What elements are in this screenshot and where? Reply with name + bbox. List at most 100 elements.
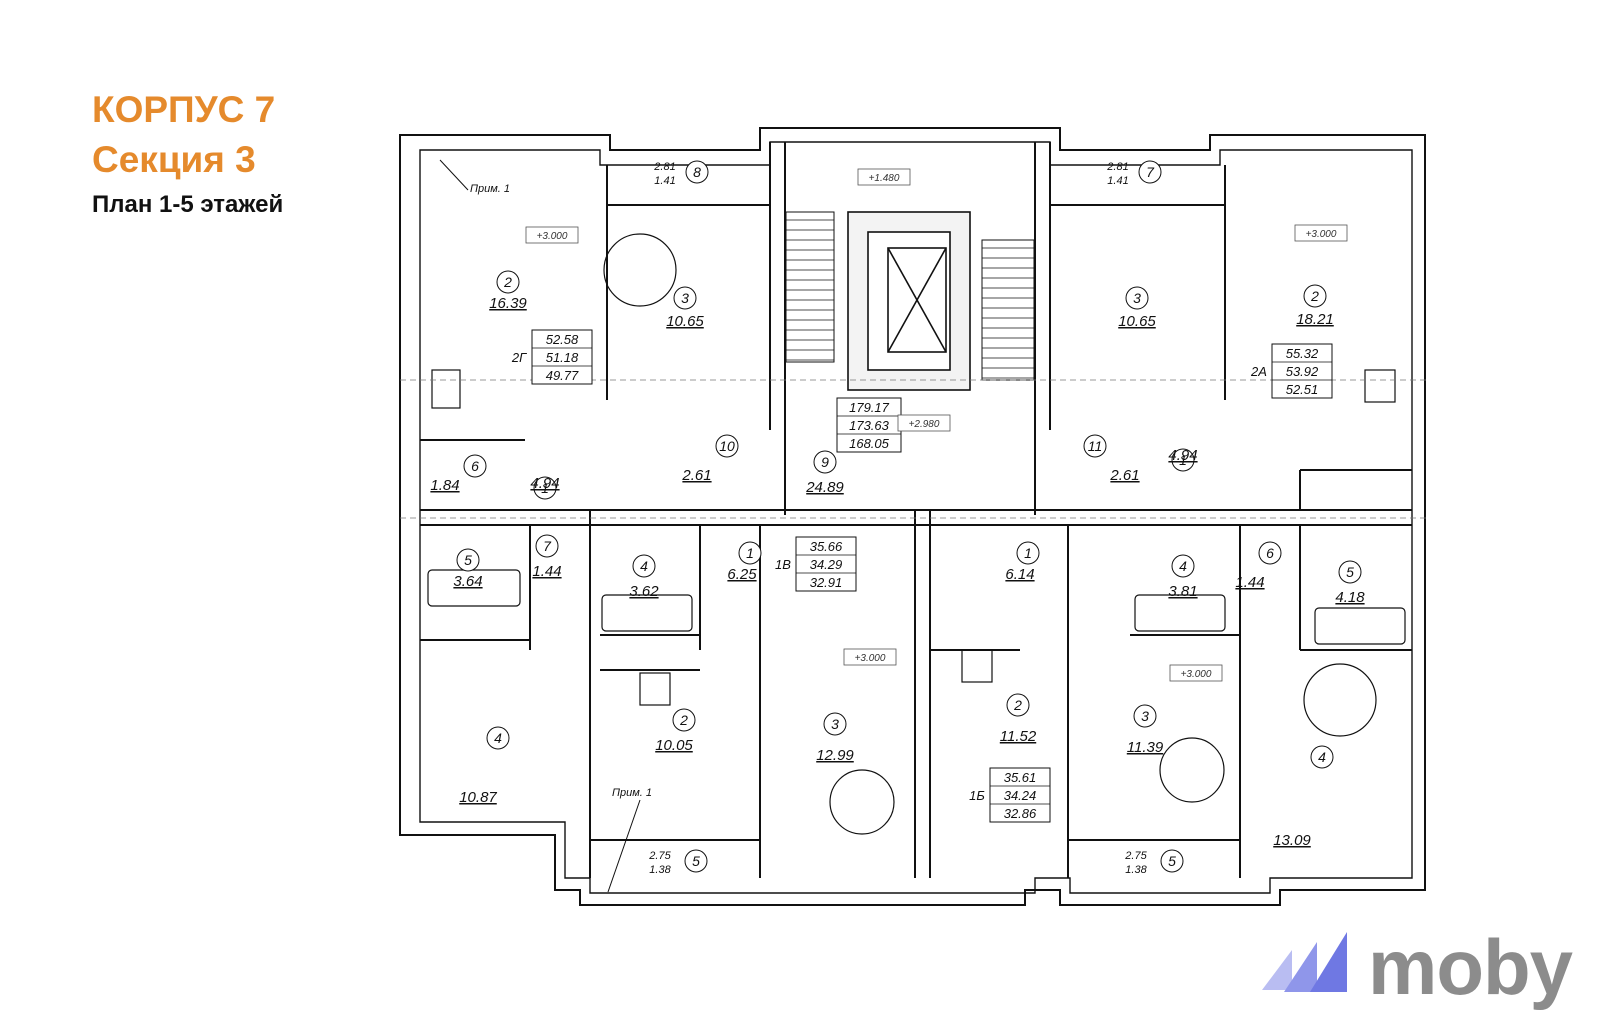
apartment-net-area: 49.77 [546,368,579,383]
room-area: 2.75 [648,850,671,862]
room-number: 1 [746,545,754,561]
room-area-sub: 1.41 [1107,175,1128,187]
plan-subtitle: План 1-5 этажей [92,191,284,218]
level-mark-label: +3.000 [1181,669,1212,680]
room-number: 7 [543,538,552,554]
apartment-living-area: 34.29 [810,557,843,572]
section-title: Секция 3 [92,139,256,180]
apartment-code: 1В [775,557,791,572]
room-number-circle [715,434,739,458]
room-number-circle [1160,849,1184,873]
room-number-circle [1125,286,1149,310]
apartment-code: 2Г [511,350,527,365]
apartment-total-area: 35.61 [1004,770,1037,785]
room-area: 10.05 [655,737,693,754]
apartment-area-box [531,329,593,385]
section-area-box [836,397,902,453]
room-area-sub: 1.38 [1125,864,1147,876]
room-area: 2.61 [1109,467,1139,484]
apartment-net-area: 32.86 [1004,806,1037,821]
room-number: 4 [640,558,648,574]
room-area: 1.44 [1235,574,1264,591]
room-number: 4 [494,730,502,746]
room-number: 10 [719,438,735,454]
apartment-code: 2А [1250,364,1267,379]
room-area: 2.61 [681,467,711,484]
room-area: 16.39 [489,295,527,312]
room-area: 3.81 [1168,583,1197,600]
room-area: 18.21 [1296,311,1334,328]
room-number: 7 [1146,164,1155,180]
apartment-total-area: 52.58 [546,332,579,347]
room-area: 10.87 [459,789,497,806]
room-number: 1 [1024,545,1032,561]
room-number-circle [685,160,709,184]
room-area-sub: 1.41 [654,175,675,187]
room-number-circle [684,849,708,873]
room-number: 4 [1318,749,1326,765]
room-area: 1.44 [532,563,561,580]
room-number-circle [1016,541,1040,565]
level-mark-label: +3.000 [537,231,568,242]
level-mark-label: +3.000 [855,653,886,664]
apartment-area-box [795,536,857,592]
room-number-circle [672,708,696,732]
room-area: 6.25 [727,566,757,583]
room-number: 2 [503,274,512,290]
apartment-living-area: 53.92 [1286,364,1319,379]
apartment-code: 1Б [969,788,985,803]
room-number: 5 [464,552,472,568]
moby-wordmark: moby [1368,923,1573,1011]
room-area: 3.64 [453,573,482,590]
room-number: 1 [541,480,549,496]
room-number: 1 [1179,452,1187,468]
room-number-circle [1138,160,1162,184]
room-number: 3 [1133,290,1141,306]
room-area-sub: 1.38 [649,864,671,876]
apartment-area-box [989,767,1051,823]
axis-lines [400,379,1430,519]
room-area: 4.18 [1335,589,1365,606]
room-number-circle [456,548,480,572]
elevator-shaft [847,211,971,391]
room-number: 2 [1310,288,1319,304]
room-number: 6 [1266,545,1274,561]
section-living-area: 173.63 [849,418,890,433]
apartment-net-area: 32.91 [810,575,843,590]
room-area: 10.65 [666,313,704,330]
room-number: 5 [1168,853,1176,869]
room-number: 3 [681,290,689,306]
apartment-living-area: 51.18 [546,350,579,365]
room-number: 2 [1013,697,1022,713]
room-number-circle [632,554,656,578]
room-area: 24.89 [805,479,844,496]
room-number: 11 [1088,438,1103,454]
room-number-circle [738,541,762,565]
level-mark-label: +2.980 [909,419,940,430]
level-mark [525,226,579,244]
apartment-living-area: 34.24 [1004,788,1037,803]
apartment-net-area: 52.51 [1286,382,1319,397]
room-number: 6 [471,458,479,474]
room-area: 6.14 [1005,566,1034,583]
room-number: 3 [831,716,839,732]
room-area: 11.39 [1127,739,1164,756]
stairs [785,211,1035,381]
room-number: 8 [693,164,701,180]
room-area: 11.52 [1000,728,1037,745]
level-mark-label: +1.480 [869,173,900,184]
note-label: Прим. 1 [470,183,510,195]
apartment-area-box [1271,343,1333,399]
level-mark [897,414,951,432]
room-area: 1.84 [430,477,459,494]
room-number-circle [1258,541,1282,565]
room-number: 9 [821,454,829,470]
room-number-circle [486,726,510,750]
room-area: 4.94 [530,475,559,492]
room-number-circle [1006,693,1030,717]
moby-logo [1262,932,1347,992]
room-number: 4 [1179,558,1187,574]
room-number-circle [673,286,697,310]
apartment-total-area: 35.66 [810,539,843,554]
